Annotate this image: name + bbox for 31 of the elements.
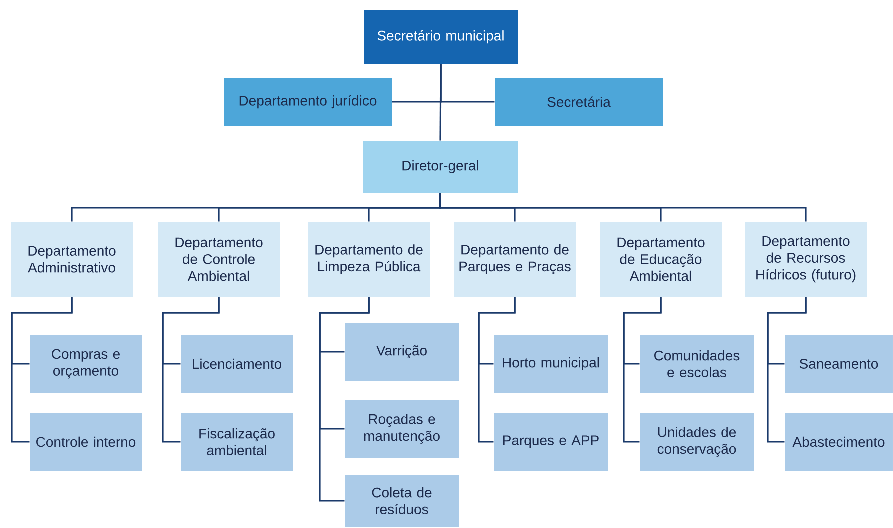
connector-line	[623, 297, 662, 443]
unit-box: Coleta de resíduos	[345, 475, 459, 527]
unit-box: Compras e orçamento	[30, 335, 142, 393]
connector-line	[440, 64, 442, 141]
unit-box: Unidades de conservação	[640, 413, 754, 471]
connector-line	[11, 297, 73, 443]
connector-line	[319, 297, 370, 502]
unit-box: Licenciamento	[181, 335, 293, 393]
top-box: Secretário municipal	[364, 10, 518, 64]
unit-box: Fiscalização ambiental	[181, 413, 293, 471]
department-box: Departamento de Recursos Hídricos (futuro)	[745, 222, 867, 297]
unit-box: Controle interno	[30, 413, 142, 471]
unit-box: Varrição	[345, 323, 459, 381]
connector-line	[162, 297, 220, 443]
unit-box: Comunidades e escolas	[640, 335, 754, 393]
unit-box: Saneamento	[785, 335, 893, 393]
department-box: Departamento de Educação Ambiental	[600, 222, 722, 297]
staff-box: Departamento jurídico	[224, 78, 392, 126]
unit-box: Roçadas e manutenção	[345, 400, 459, 458]
department-box: Departamento de Parques e Praças	[454, 222, 576, 297]
department-box: Departamento Administrativo	[11, 222, 133, 297]
unit-box: Horto municipal	[494, 335, 608, 393]
department-box: Departamento de Controle Ambiental	[158, 222, 280, 297]
unit-box: Abastecimento	[785, 413, 893, 471]
staff-box: Secretária	[495, 78, 663, 126]
department-box: Departamento de Limpeza Pública	[308, 222, 430, 297]
connector-line	[478, 297, 516, 443]
unit-box: Parques e APP	[494, 413, 608, 471]
director-box: Diretor-geral	[363, 141, 518, 193]
connector-line	[440, 193, 807, 222]
connector-line	[767, 297, 807, 443]
